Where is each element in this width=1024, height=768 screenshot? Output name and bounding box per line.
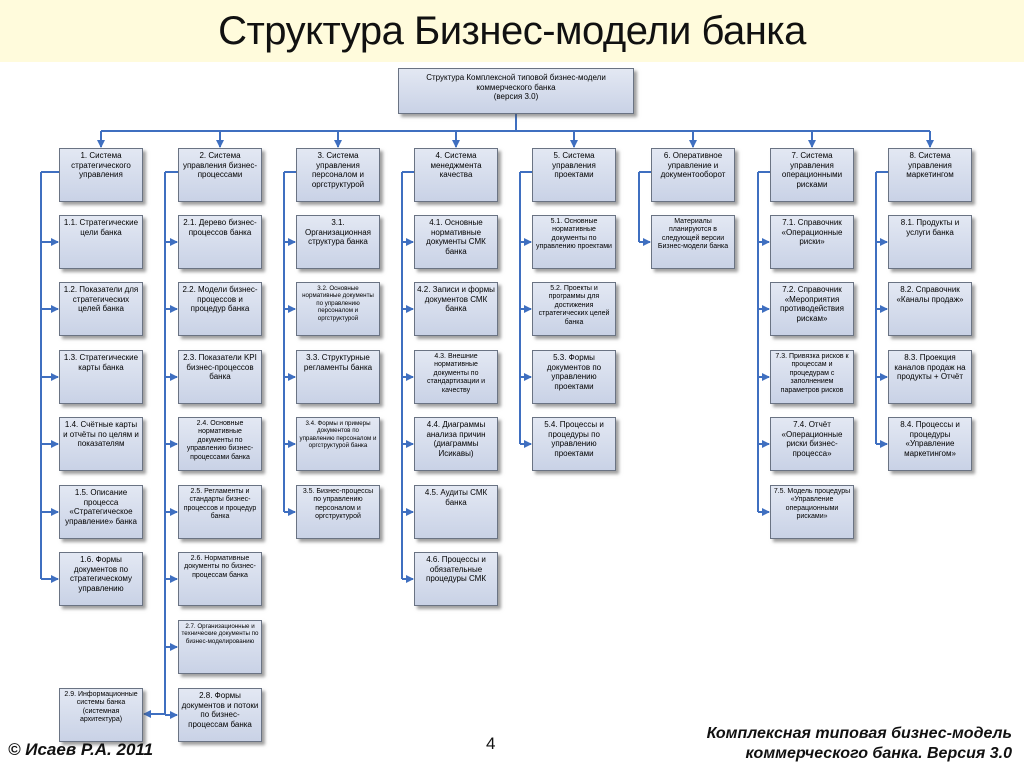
node-1-2: 1.2. Показатели для стратегических целей…	[59, 282, 143, 336]
node-3-4: 3.4. Формы и примеры документов по управ…	[296, 417, 380, 471]
column-header-quality: 4. Система менеджмента качества	[414, 148, 498, 202]
node-3-5: 3.5. Бизнес-процессы по управлению персо…	[296, 485, 380, 539]
page-number: 4	[486, 734, 496, 753]
footer-note-line-1: Комплексная типовая бизнес-модель	[706, 725, 1012, 742]
node-5-1: 5.1. Основные нормативные документы по у…	[532, 215, 616, 269]
node-1-1: 1.1. Стратегические цели банка	[59, 215, 143, 269]
node-6-note: Материалы планируются в следующей версии…	[651, 215, 735, 269]
node-1-4: 1.4. Счётные карты и отчёты по целям и п…	[59, 417, 143, 471]
node-2-9: 2.9. Информационные системы банка (систе…	[59, 688, 143, 742]
copyright: © Исаев Р.А. 2011	[8, 740, 154, 759]
node-5-3: 5.3. Формы документов по управлению прое…	[532, 350, 616, 404]
footer-note: Комплексная типовая бизнес-модель коммер…	[707, 724, 1012, 764]
node-2-2: 2.2. Модели бизнес-процессов и процедур …	[178, 282, 262, 336]
node-7-5: 7.5. Модель процедуры «Управление операц…	[770, 485, 854, 539]
node-4-4: 4.4. Диаграммы анализа причин (диаграммы…	[414, 417, 498, 471]
column-header-marketing: 8. Система управления маркетингом	[888, 148, 972, 202]
title-band	[0, 0, 1024, 62]
node-4-2: 4.2. Записи и формы документов СМК банка	[414, 282, 498, 336]
root-node: Структура Комплексной типовой бизнес-мод…	[398, 68, 634, 114]
node-1-3: 1.3. Стратегические карты банка	[59, 350, 143, 404]
column-header-risks: 7. Система управления операционными риск…	[770, 148, 854, 202]
node-4-3: 4.3. Внешние нормативные документы по ст…	[414, 350, 498, 404]
node-3-3: 3.3. Структурные регламенты банка	[296, 350, 380, 404]
column-header-business-processes: 2. Система управления бизнес-процессами	[178, 148, 262, 202]
column-header-strategy: 1. Система стратегического управления	[59, 148, 143, 202]
node-7-4: 7.4. Отчёт «Операционные риски бизнес-пр…	[770, 417, 854, 471]
column-header-personnel: 3. Система управления персоналом и оргст…	[296, 148, 380, 202]
node-2-3: 2.3. Показатели KPI бизнес-процессов бан…	[178, 350, 262, 404]
footer-note-line-2: коммерческого банка. Версия 3.0	[745, 745, 1012, 762]
column-header-operations: 6. Оперативное управление и документообо…	[651, 148, 735, 202]
node-2-5: 2.5. Регламенты и стандарты бизнес-проце…	[178, 485, 262, 539]
node-4-1: 4.1. Основные нормативные документы СМК …	[414, 215, 498, 269]
node-8-1: 8.1. Продукты и услуги банка	[888, 215, 972, 269]
node-5-2: 5.2. Проекты и программы для достижения …	[532, 282, 616, 336]
node-3-2: 3.2. Основные нормативные документы по у…	[296, 282, 380, 336]
node-4-5: 4.5. Аудиты СМК банка	[414, 485, 498, 539]
node-1-5: 1.5. Описание процесса «Стратегическое у…	[59, 485, 143, 539]
node-7-2: 7.2. Справочник «Мероприятия противодейс…	[770, 282, 854, 336]
node-7-3: 7.3. Привязка рисков к процессам и проце…	[770, 350, 854, 404]
node-2-8: 2.8. Формы документов и потоки по бизнес…	[178, 688, 262, 742]
column-header-projects: 5. Система управления проектами	[532, 148, 616, 202]
node-2-6: 2.6. Нормативные документы по бизнес-про…	[178, 552, 262, 606]
node-2-7: 2.7. Организационные и технические докум…	[178, 620, 262, 674]
node-5-4: 5.4. Процессы и процедуры по управлению …	[532, 417, 616, 471]
node-3-1: 3.1. Организационная структура банка	[296, 215, 380, 269]
node-1-6: 1.6. Формы документов по стратегическому…	[59, 552, 143, 606]
node-2-4: 2.4. Основные нормативные документы по у…	[178, 417, 262, 471]
node-8-4: 8.4. Процессы и процедуры «Управление ма…	[888, 417, 972, 471]
node-7-1: 7.1. Справочник «Операционные риски»	[770, 215, 854, 269]
node-8-2: 8.2. Справочник «Каналы продаж»	[888, 282, 972, 336]
page-title: Структура Бизнес-модели банка	[218, 9, 806, 53]
node-2-1: 2.1. Дерево бизнес-процессов банка	[178, 215, 262, 269]
node-8-3: 8.3. Проекция каналов продаж на продукты…	[888, 350, 972, 404]
node-4-6: 4.6. Процессы и обязательные процедуры С…	[414, 552, 498, 606]
